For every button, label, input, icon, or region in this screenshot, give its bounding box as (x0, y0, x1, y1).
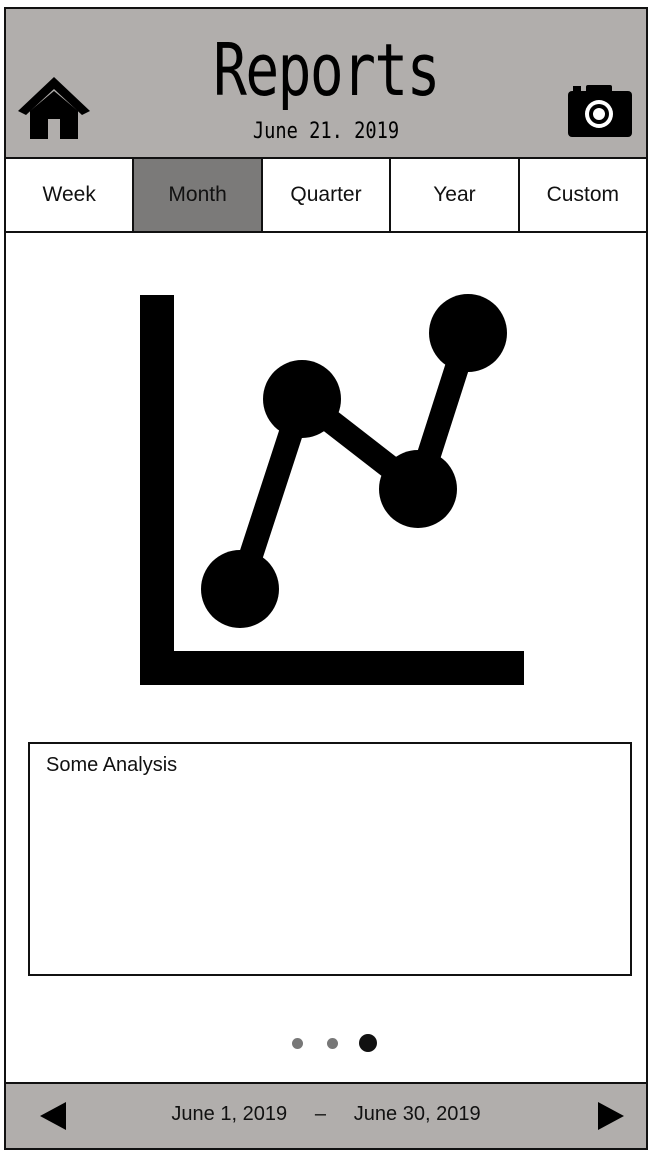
page-dot[interactable] (326, 1037, 338, 1049)
chart-x-axis (140, 651, 524, 685)
triangle-left-icon[interactable] (38, 1100, 68, 1132)
range-separator: – (314, 1103, 326, 1125)
report-date: June 21. 2019 (252, 119, 400, 144)
chart-point-2 (263, 360, 341, 438)
date-range-bar: June 1, 2019 – June 30, 2019 (6, 1082, 646, 1148)
range-end: June 30, 2019 (353, 1103, 481, 1125)
camera-icon[interactable] (568, 83, 632, 137)
chart-y-axis (140, 295, 174, 685)
tab-year[interactable]: Year (391, 159, 520, 231)
tab-custom[interactable]: Custom (519, 159, 646, 231)
chart-point-1 (201, 550, 279, 628)
date-range: June 1, 2019 – June 30, 2019 (6, 1103, 646, 1126)
page-title: Reports (213, 28, 440, 112)
tab-week[interactable]: Week (6, 159, 135, 231)
triangle-right-icon[interactable] (596, 1100, 626, 1132)
page-dot[interactable] (291, 1037, 303, 1049)
range-start: June 1, 2019 (171, 1103, 288, 1125)
home-icon[interactable] (16, 73, 92, 141)
chart-point-4 (429, 294, 507, 372)
header-bar: Reports June 21. 2019 (6, 9, 646, 157)
tab-month[interactable]: Month (134, 159, 263, 231)
line-chart-icon (140, 294, 524, 685)
analysis-text: Some Analysis (46, 754, 178, 776)
page-dot[interactable] (359, 1034, 377, 1052)
chart-point-3 (379, 450, 457, 528)
analysis-box: Some Analysis (28, 742, 632, 976)
page-indicator (6, 1033, 646, 1053)
tab-quarter[interactable]: Quarter (262, 159, 392, 231)
